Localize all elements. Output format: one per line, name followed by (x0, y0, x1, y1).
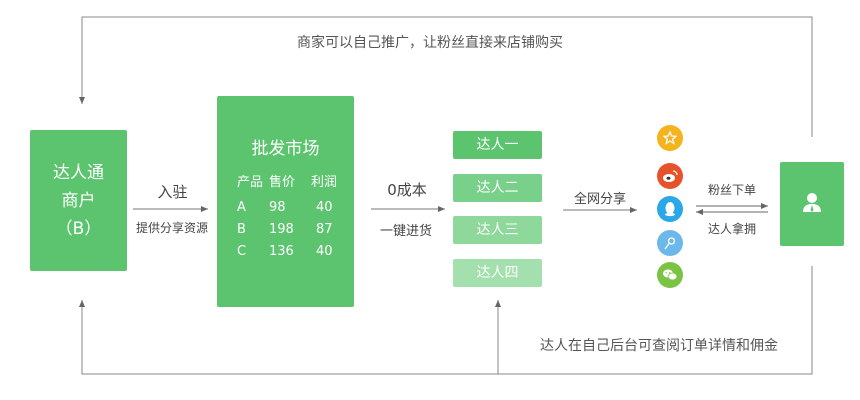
merchant-line3: （B） (55, 218, 102, 239)
top-feedback-line (79, 16, 813, 137)
merchant-box: 达人通 商户 （B） (30, 130, 127, 271)
cell-profit: 40 (316, 199, 333, 215)
cell-price: 198 (269, 221, 294, 237)
market-table: 产品 售价 利润 A 98 40 B 198 87 C 136 40 (234, 171, 340, 264)
user-icon (801, 191, 823, 217)
merchant-line2: 商户 (61, 190, 96, 211)
header-product: 产品 (237, 175, 264, 190)
share-resources-label: 提供分享资源 (135, 221, 208, 235)
share-all-networks-label: 全网分享 (573, 192, 626, 207)
top-caption: 商家可以自己推广，让粉丝直接来店铺购买 (297, 35, 563, 51)
daren-commission-label: 达人拿拥 (707, 222, 756, 236)
daren-3: 达人三 (453, 216, 542, 244)
tencent-weibo-icon (657, 230, 683, 256)
bottom-caption: 达人在自己后台可查阅订单详情和佣金 (540, 338, 778, 354)
one-click-stock-label: 一键进货 (379, 224, 432, 239)
header-profit: 利润 (311, 175, 338, 190)
daren-4: 达人四 (453, 259, 542, 287)
bottom-feedback-line (79, 266, 813, 375)
header-price: 售价 (269, 175, 296, 190)
fans-order-label: 粉丝下单 (707, 183, 756, 197)
join-label: 入驻 (157, 183, 188, 201)
cell-profit: 40 (316, 243, 333, 259)
fan-user-box (780, 162, 844, 246)
table-row: C 136 40 (234, 242, 340, 264)
cell-product: B (237, 221, 246, 237)
table-row: A 98 40 (234, 198, 340, 220)
merchant-line1: 达人通 (53, 162, 104, 183)
market-title: 批发市场 (251, 139, 320, 159)
daren-2: 达人二 (453, 174, 542, 202)
table-row: B 198 87 (234, 220, 340, 242)
weibo-icon (657, 163, 683, 189)
cell-profit: 87 (316, 221, 333, 237)
cell-product: A (237, 199, 246, 215)
daren-1: 达人一 (453, 131, 542, 159)
qzone-icon (657, 125, 683, 151)
cell-price: 98 (269, 199, 286, 215)
zero-cost-label: 0成本 (387, 181, 427, 199)
cell-price: 136 (269, 243, 294, 259)
wechat-icon (657, 262, 683, 288)
cell-product: C (237, 243, 247, 259)
qq-icon (657, 196, 683, 222)
wholesale-market-box: 批发市场 产品 售价 利润 A 98 40 B 198 87 C 136 (217, 96, 354, 307)
